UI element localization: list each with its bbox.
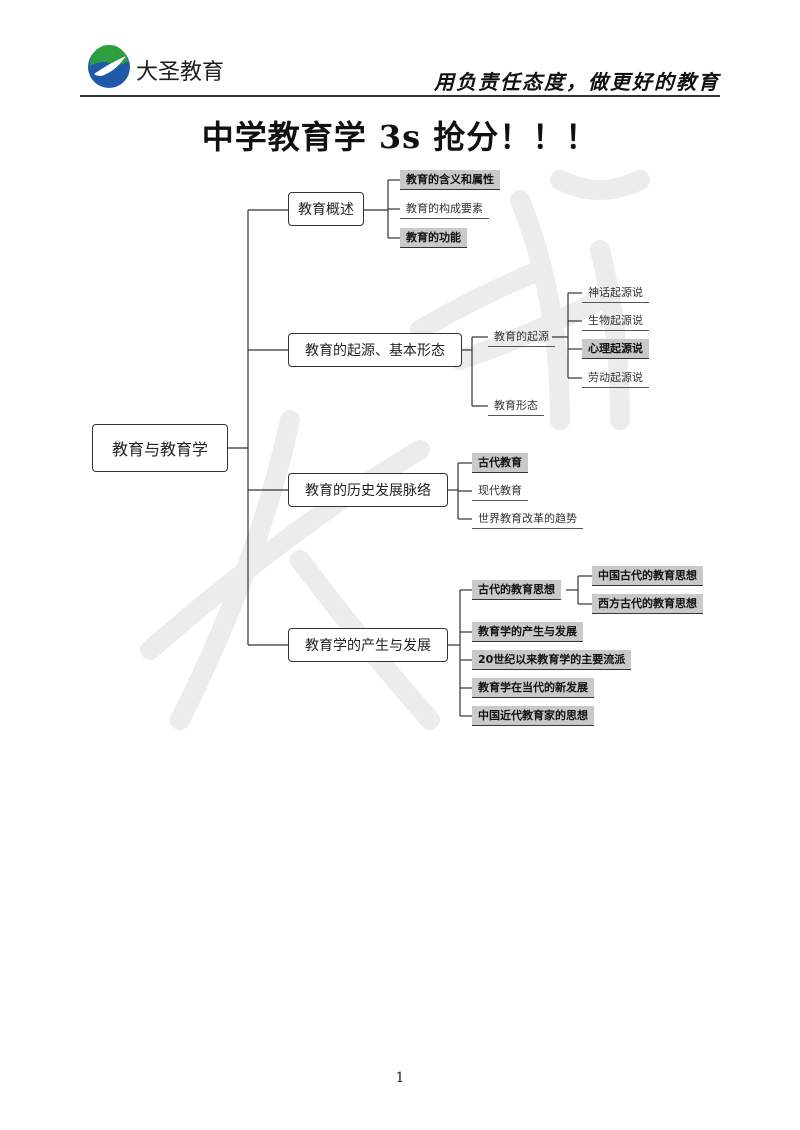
leaf-chinese-ancient-thought: 中国古代的教育思想 xyxy=(592,566,703,586)
leaf-functions: 教育的功能 xyxy=(400,228,467,248)
page-title: 中学教育学 3s 抢分！！！ xyxy=(201,118,599,156)
slogan: 用负责任态度，做更好的教育 xyxy=(434,70,720,94)
brand-logo xyxy=(86,44,236,94)
header-divider xyxy=(80,95,720,97)
leaf-origin: 教育的起源 xyxy=(488,327,555,347)
brand-name: 大圣教育 xyxy=(136,60,225,85)
leaf-constituent-elements: 教育的构成要素 xyxy=(400,199,489,219)
leaf-modern-chinese-educators: 中国近代教育家的思想 xyxy=(472,706,594,726)
page-number: 1 xyxy=(395,1070,405,1086)
leaf-emergence-development: 教育学的产生与发展 xyxy=(472,622,583,642)
leaf-meaning-attributes: 教育的含义和属性 xyxy=(400,170,500,190)
leaf-reform-trends: 世界教育改革的趋势 xyxy=(472,509,583,529)
leaf-biological-origin: 生物起源说 xyxy=(582,311,649,331)
branch-pedagogy-development: 教育学的产生与发展 xyxy=(288,628,448,662)
leaf-20th-century-schools: 20世纪以来教育学的主要流派 xyxy=(472,650,632,670)
leaf-education-forms: 教育形态 xyxy=(488,396,544,416)
leaf-psychological-origin: 心理起源说 xyxy=(582,339,649,359)
leaf-contemporary-development: 教育学在当代的新发展 xyxy=(472,678,594,698)
leaf-modern-education: 现代教育 xyxy=(472,481,528,501)
leaf-ancient-education: 古代教育 xyxy=(472,453,528,473)
branch-education-overview: 教育概述 xyxy=(288,192,364,226)
branch-origin-forms: 教育的起源、基本形态 xyxy=(288,333,462,367)
swallow-circle-logo-icon xyxy=(88,44,130,88)
branch-history: 教育的历史发展脉络 xyxy=(288,473,448,507)
leaf-labor-origin: 劳动起源说 xyxy=(582,368,649,388)
leaf-myth-origin: 神话起源说 xyxy=(582,283,649,303)
leaf-ancient-thought: 古代的教育思想 xyxy=(472,580,561,600)
leaf-western-ancient-thought: 西方古代的教育思想 xyxy=(592,594,703,614)
mindmap-root: 教育与教育学 xyxy=(92,424,228,472)
